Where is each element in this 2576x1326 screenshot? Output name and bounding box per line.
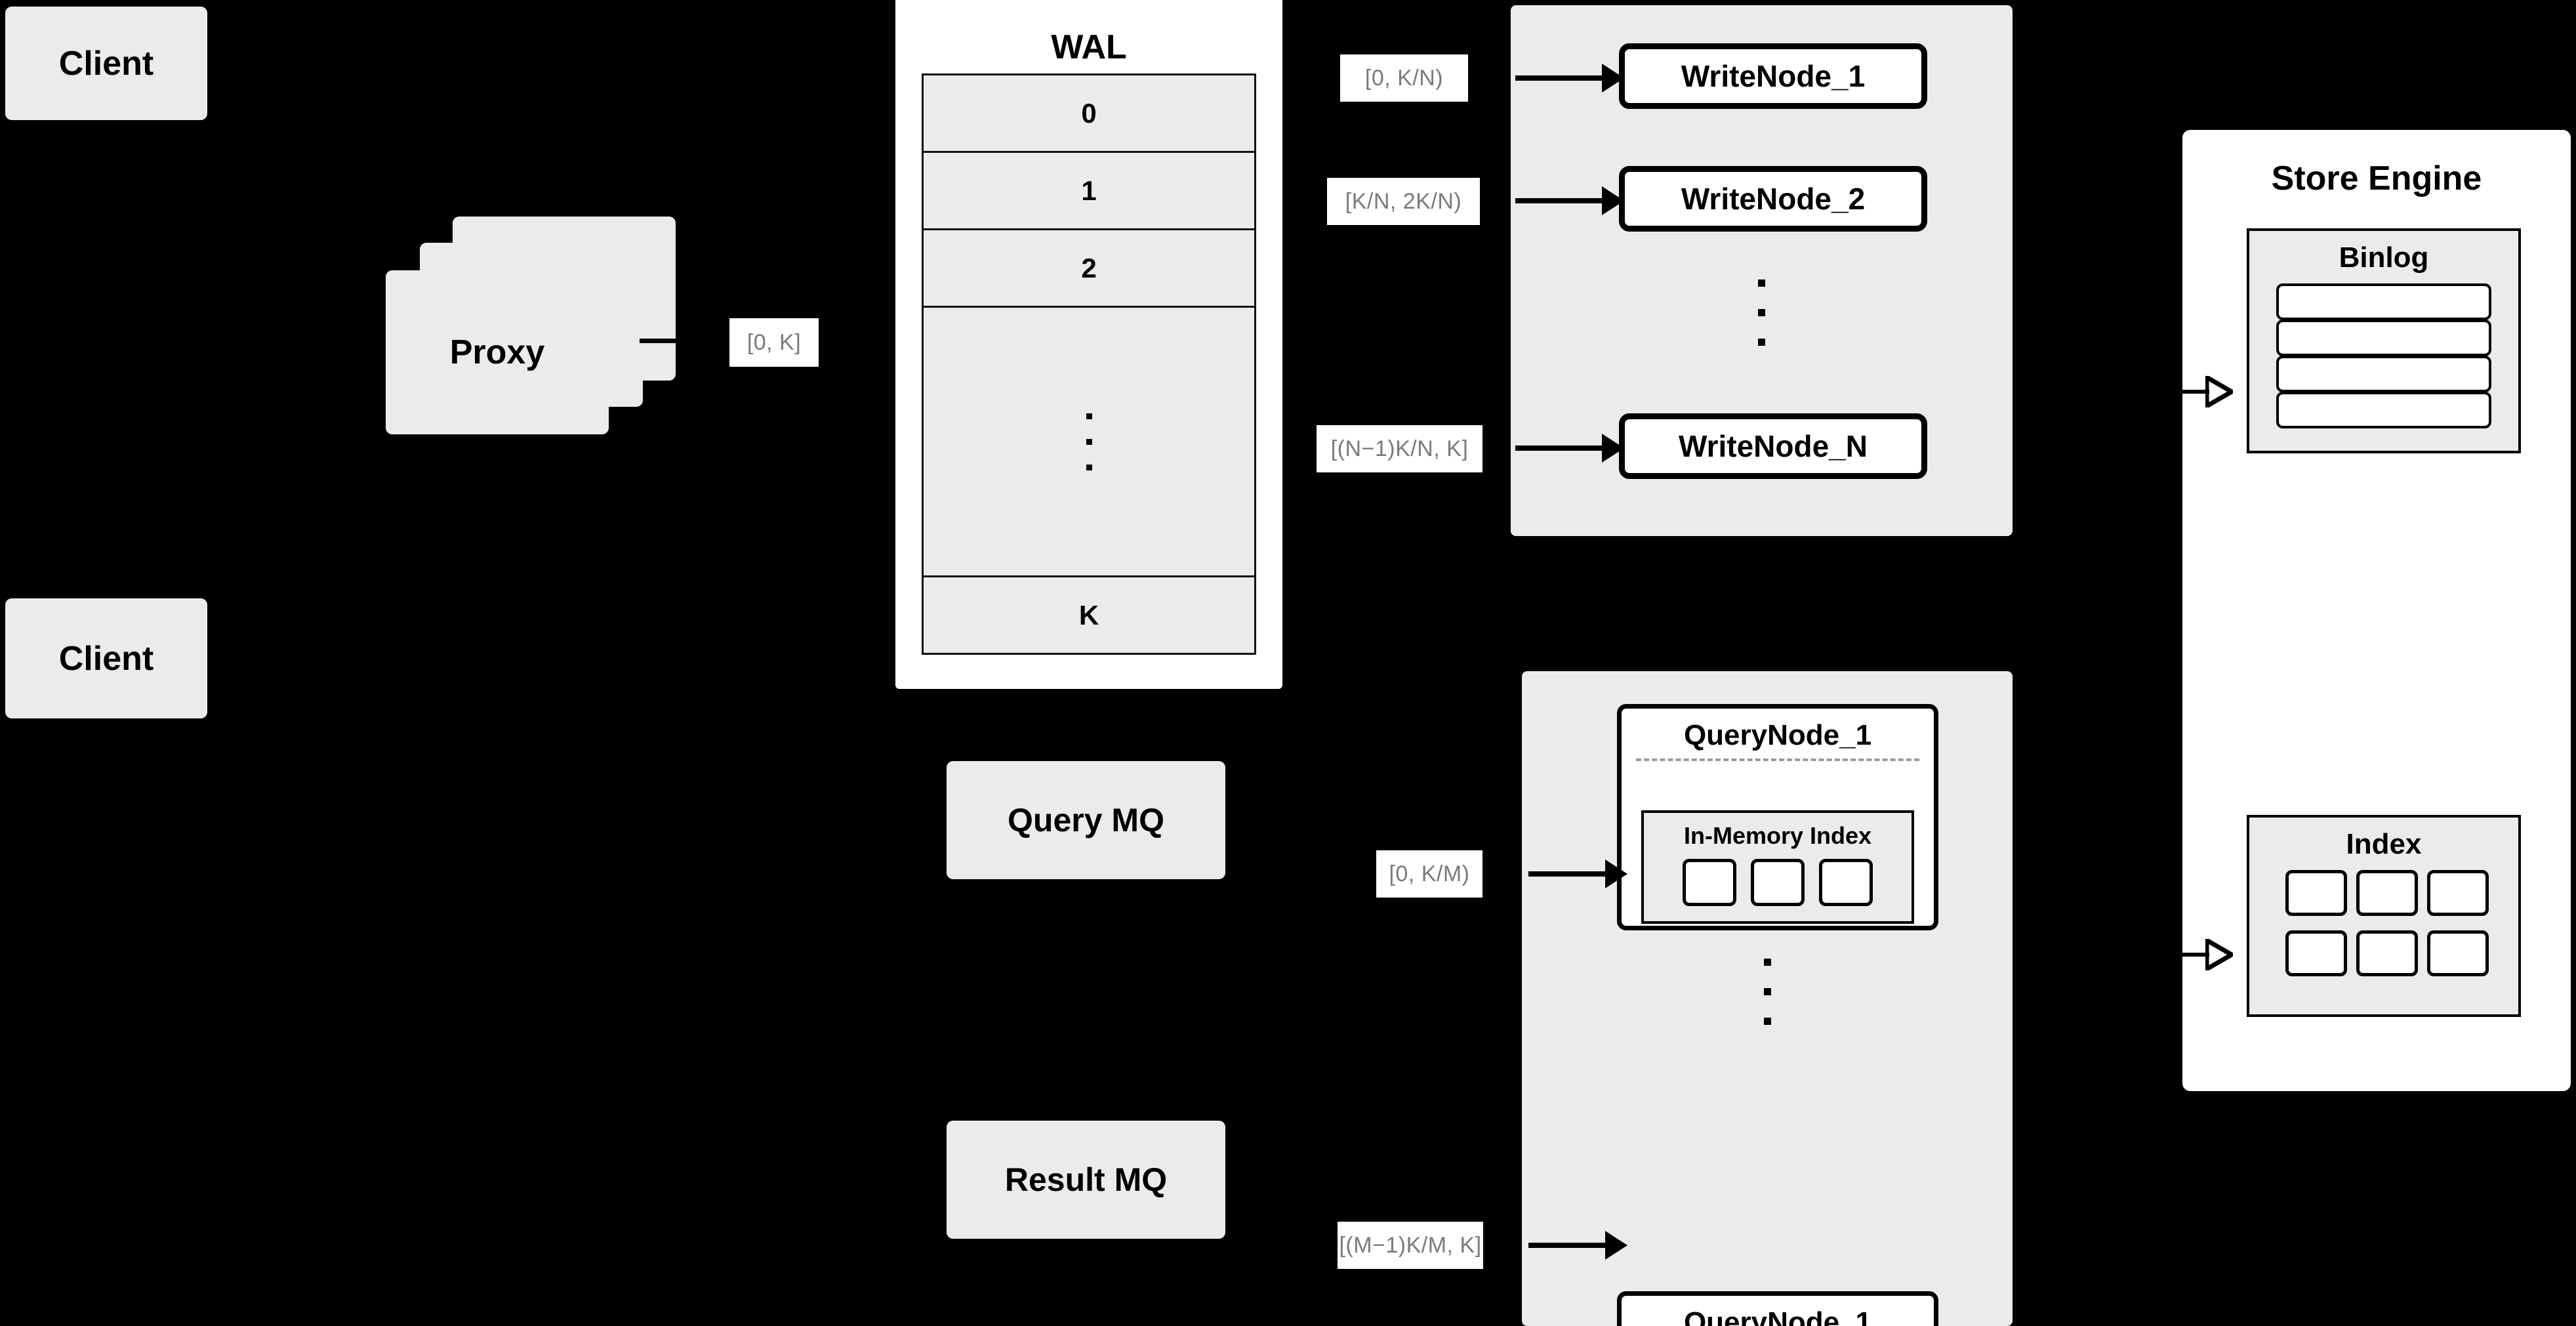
binlog-row	[2276, 356, 2491, 392]
wal-entry-list: 0 1 2 K	[922, 73, 1256, 655]
write-range-label-1: [0, K/N)	[1340, 54, 1468, 102]
arrow-head-write-1	[1602, 64, 1624, 93]
arrow-line-query-1	[1528, 871, 1607, 877]
arrow-line-write-2	[1515, 198, 1604, 203]
wal-row: 1	[924, 153, 1254, 230]
wal-row: 0	[924, 75, 1254, 153]
binlog-row	[2276, 320, 2491, 356]
write-node-2[interactable]: WriteNode_2	[1619, 166, 1927, 232]
wal-row: 2	[924, 230, 1254, 308]
query-node-separator	[1636, 758, 1919, 761]
wal-panel: WAL 0 1 2 K	[895, 0, 1282, 689]
store-engine-panel: Store Engine Binlog Index	[2182, 130, 2571, 1091]
range-text: [K/N, 2K/N)	[1345, 188, 1462, 214]
query-range-label-m: [(M−1)K/M, K]	[1338, 1222, 1483, 1269]
arrow-line-index	[2179, 953, 2209, 957]
query-range-label-1: [0, K/M)	[1376, 850, 1482, 898]
write-node-vertical-ellipsis-icon	[1511, 280, 2013, 346]
range-text: [0, K]	[746, 329, 802, 355]
arrow-line-write-n	[1515, 445, 1604, 451]
query-node-group-panel: QueryNode_1 In-Memory Index QueryNode_1 …	[1522, 671, 2013, 1326]
result-mq-label: Result MQ	[1004, 1161, 1168, 1198]
write-node-group-panel: WriteNode_1 WriteNode_2 WriteNode_N	[1511, 5, 2013, 536]
wal-row-ellipsis	[924, 308, 1254, 577]
index-cell	[1683, 859, 1736, 906]
range-text: [0, K/M)	[1389, 861, 1470, 886]
result-mq-box[interactable]: Result MQ	[947, 1121, 1225, 1239]
index-cell	[2285, 870, 2347, 916]
query-mq-box[interactable]: Query MQ	[947, 761, 1225, 879]
index-cell	[2356, 930, 2418, 976]
arrow-line-write-1	[1515, 75, 1604, 81]
client-box-2[interactable]: Client	[5, 598, 207, 718]
arrow-head-query-1	[1605, 860, 1627, 888]
binlog-title: Binlog	[2339, 241, 2429, 274]
client-label-2: Client	[58, 639, 154, 678]
vertical-ellipsis-icon	[1086, 413, 1092, 470]
client-box-1[interactable]: Client	[5, 7, 207, 120]
arrow-head-write-2	[1602, 186, 1624, 215]
index-title: Index	[2346, 828, 2422, 860]
proxy-label: Proxy	[449, 333, 545, 371]
proxy-to-wal-line	[640, 339, 685, 343]
proxy-card-front[interactable]: Proxy	[386, 270, 609, 434]
proxy-to-wal-range-label: [0, K]	[729, 318, 819, 367]
index-box: Index	[2247, 815, 2521, 1017]
index-cell	[2356, 870, 2418, 916]
arrow-head-write-n	[1602, 434, 1624, 463]
wal-row: K	[924, 577, 1254, 653]
range-text: [(N−1)K/N, K]	[1330, 436, 1469, 461]
range-text: [(M−1)K/M, K]	[1339, 1232, 1482, 1258]
query-node-title: QueryNode_1	[1683, 1306, 1872, 1326]
index-cell	[1819, 859, 1873, 906]
write-node-label: WriteNode_2	[1681, 182, 1866, 216]
query-node-1[interactable]: QueryNode_1 In-Memory Index	[1617, 704, 1938, 930]
client-label-1: Client	[58, 44, 154, 83]
write-node-1[interactable]: WriteNode_1	[1619, 43, 1927, 109]
wal-row-label: 2	[1081, 252, 1097, 283]
range-text: [0, K/N)	[1364, 65, 1444, 91]
wal-row-label: 0	[1081, 97, 1097, 129]
write-range-label-n: [(N−1)K/N, K]	[1317, 425, 1482, 472]
index-cell	[2285, 930, 2347, 976]
in-memory-index-cells	[1644, 850, 1912, 918]
wal-row-label: 1	[1081, 175, 1097, 206]
index-cell	[2427, 930, 2489, 976]
wal-title: WAL	[1051, 28, 1127, 66]
index-grid	[2249, 861, 2518, 976]
arrow-head-query-m	[1605, 1231, 1627, 1260]
in-memory-index-title: In-Memory Index	[1683, 822, 1872, 849]
wal-row-label: K	[1078, 599, 1099, 631]
write-range-label-2: [K/N, 2K/N)	[1327, 178, 1480, 225]
index-cell	[2427, 870, 2489, 916]
store-engine-title: Store Engine	[2271, 159, 2482, 197]
binlog-row	[2276, 392, 2491, 428]
arrow-line-binlog	[2179, 390, 2209, 394]
write-node-n[interactable]: WriteNode_N	[1619, 413, 1927, 479]
arrow-line-query-m	[1528, 1243, 1607, 1248]
binlog-row	[2276, 283, 2491, 320]
arrow-head-open-binlog	[2204, 373, 2236, 411]
index-cell	[1751, 859, 1805, 906]
write-node-label: WriteNode_1	[1681, 59, 1866, 93]
query-node-2[interactable]: QueryNode_1 In-Memory Index	[1617, 1291, 1938, 1326]
query-node-title: QueryNode_1	[1683, 719, 1872, 751]
arrow-head-open-index	[2204, 936, 2236, 974]
write-node-label: WriteNode_N	[1679, 429, 1868, 463]
query-node-vertical-ellipsis-icon	[1522, 959, 2013, 1025]
query-mq-label: Query MQ	[1008, 802, 1164, 839]
binlog-rows	[2249, 274, 2518, 428]
in-memory-index-box: In-Memory Index	[1641, 810, 1914, 924]
binlog-box: Binlog	[2247, 228, 2521, 453]
